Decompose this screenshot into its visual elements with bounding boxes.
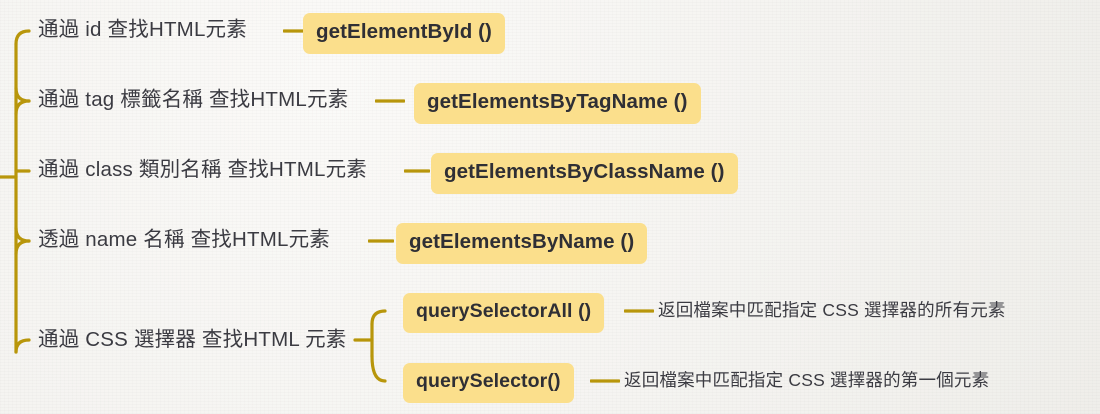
connector-dash-queryselector <box>590 379 620 383</box>
branch-elbow-1 <box>14 29 31 46</box>
method-badge-queryselector[interactable]: querySelector() <box>403 363 574 403</box>
description-queryselector: 返回檔案中匹配指定 CSS 選擇器的第一個元素 <box>624 370 990 390</box>
branch-elbow-5 <box>14 338 31 354</box>
branch-label-css-selector: 通過 CSS 選擇器 查找HTML 元素 <box>38 328 347 351</box>
branch-label-tag: 通過 tag 標籤名稱 查找HTML元素 <box>38 88 349 111</box>
css-elbow-top <box>370 309 387 326</box>
branch-label-class: 通過 class 類別名稱 查找HTML元素 <box>38 158 367 181</box>
method-badge-getelementbyid[interactable]: getElementById () <box>303 13 505 54</box>
css-elbow-bottom <box>370 354 387 383</box>
branch-elbow-2b <box>14 99 31 116</box>
branch-label-id: 通過 id 查找HTML元素 <box>38 18 247 41</box>
connector-dash-queryselectorall <box>624 309 654 313</box>
branch-elbow-2 <box>14 86 31 103</box>
connector-dash-4 <box>368 239 394 243</box>
connector-dash-3 <box>404 169 430 173</box>
method-badge-getelementsbyname[interactable]: getElementsByName () <box>396 223 648 264</box>
branch-label-name: 透過 name 名稱 查找HTML元素 <box>38 228 330 251</box>
method-badge-getelementsbyclassname[interactable]: getElementsByClassName () <box>431 153 738 194</box>
method-badge-queryselectorall[interactable]: querySelectorAll () <box>403 293 605 333</box>
branch-elbow-4b <box>14 239 31 256</box>
branch-elbow-4 <box>14 226 31 243</box>
method-badge-getelementsbytagname[interactable]: getElementsByTagName () <box>414 83 701 124</box>
connector-dash-1 <box>283 29 305 33</box>
connector-dash-2 <box>375 99 405 103</box>
description-queryselectorall: 返回檔案中匹配指定 CSS 選擇器的所有元素 <box>658 300 1006 320</box>
